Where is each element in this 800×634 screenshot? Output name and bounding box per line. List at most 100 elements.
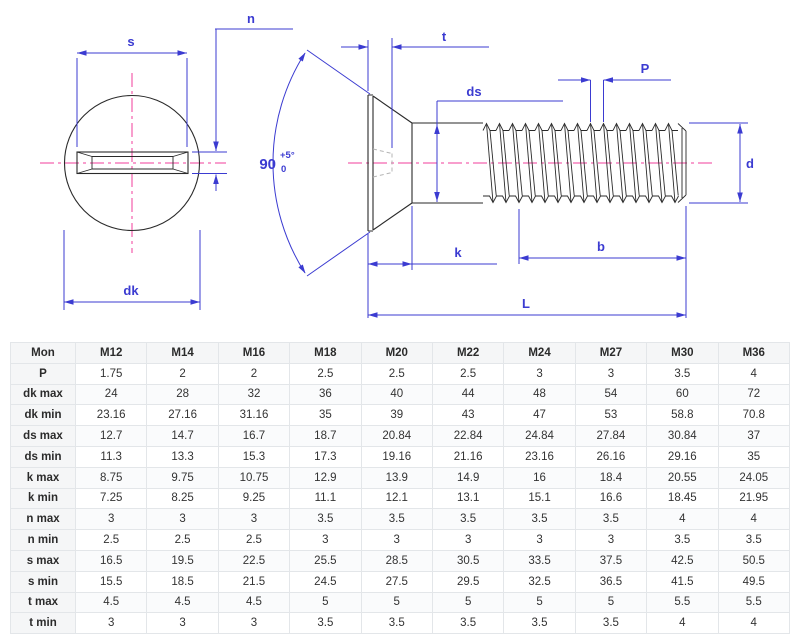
spec-cell: 54 <box>574 383 648 406</box>
dim-b: b <box>518 206 687 318</box>
spec-cell: 19.5 <box>146 549 219 572</box>
spec-cell: 2.5 <box>146 529 219 551</box>
col-header: M24 <box>503 342 576 364</box>
spec-cell: 22.5 <box>217 549 291 572</box>
spec-cell: 70.8 <box>717 404 791 427</box>
spec-cell: 30.5 <box>431 549 505 572</box>
spec-cell: 11.3 <box>74 445 148 468</box>
dim-label-k: k <box>454 245 462 260</box>
spec-cell: 3 <box>431 529 505 551</box>
row-label: k max <box>10 466 76 489</box>
dim-n: n <box>192 11 293 191</box>
spec-cell: 26.16 <box>574 445 648 468</box>
spec-cell: 24.5 <box>289 570 362 593</box>
spec-cell: 17.3 <box>289 445 362 468</box>
spec-cell: 3.5 <box>360 508 433 531</box>
table-row: dk max 24 28 32 36 40 44 48 54 60 72 <box>10 383 791 406</box>
spec-cell: 16.7 <box>217 425 291 447</box>
spec-cell: 36.5 <box>574 570 648 593</box>
spec-cell: 29.16 <box>646 445 719 468</box>
spec-cell: 3.5 <box>289 612 362 634</box>
spec-cell: 5 <box>289 591 362 614</box>
spec-cell: 11.1 <box>289 487 362 510</box>
spec-table: Mon M12 M14 M16 M18 M20 M22 M24 M27 M30 … <box>10 342 791 634</box>
spec-cell: 32 <box>217 383 291 406</box>
spec-cell: 13.3 <box>146 445 219 468</box>
spec-cell: 2.5 <box>431 362 505 385</box>
spec-cell: 3.5 <box>503 612 576 634</box>
spec-cell: 39 <box>360 404 433 427</box>
spec-cell: 18.45 <box>646 487 719 510</box>
dim-k: k <box>367 206 497 318</box>
row-label: n min <box>10 529 76 551</box>
spec-cell: 2.5 <box>74 529 148 551</box>
spec-cell: 40 <box>360 383 433 406</box>
spec-cell: 12.7 <box>74 425 148 447</box>
slot-outer <box>76 151 189 175</box>
row-label: n max <box>10 508 76 531</box>
spec-cell: 3.5 <box>646 362 719 385</box>
spec-cell: 32.5 <box>503 570 576 593</box>
spec-cell: 8.75 <box>74 466 148 489</box>
spec-cell: 3 <box>146 612 219 634</box>
col-header: M16 <box>217 342 291 364</box>
spec-cell: 3 <box>574 529 648 551</box>
spec-cell: 13.1 <box>431 487 505 510</box>
spec-cell: 23.16 <box>74 404 148 427</box>
spec-cell: 9.75 <box>146 466 219 489</box>
spec-cell: 19.16 <box>360 445 433 468</box>
spec-cell: 10.75 <box>217 466 291 489</box>
spec-cell: 3 <box>289 529 362 551</box>
spec-cell: 21.5 <box>217 570 291 593</box>
spec-cell: 20.84 <box>360 425 433 447</box>
spec-cell: 47 <box>503 404 576 427</box>
spec-table-header: Mon M12 M14 M16 M18 M20 M22 M24 M27 M30 … <box>10 342 791 364</box>
spec-cell: 35 <box>717 445 791 468</box>
spec-cell: 18.7 <box>289 425 362 447</box>
col-header: M20 <box>360 342 433 364</box>
row-label: s min <box>10 570 76 593</box>
col-header: M12 <box>74 342 148 364</box>
spec-cell: 27.16 <box>146 404 219 427</box>
row-label: t min <box>10 612 76 634</box>
spec-cell: 16 <box>503 466 576 489</box>
spec-cell: 5 <box>574 591 648 614</box>
spec-cell: 42.5 <box>646 549 719 572</box>
spec-cell: 24 <box>74 383 148 406</box>
spec-cell: 35 <box>289 404 362 427</box>
spec-cell: 1.75 <box>74 362 148 385</box>
spec-cell: 37 <box>717 425 791 447</box>
spec-cell: 43 <box>431 404 505 427</box>
spec-table-body: P 1.75 2 2 2.5 2.5 2.5 3 3 3.5 4 dk max … <box>10 362 791 634</box>
row-label: dk max <box>10 383 76 406</box>
dim-label-s: s <box>127 34 134 49</box>
head-face <box>367 94 374 232</box>
row-label: ds max <box>10 425 76 447</box>
dim-s: s <box>76 34 188 147</box>
spec-cell: 3 <box>217 612 291 634</box>
dim-label-angle-sup: +5° <box>280 150 295 161</box>
spec-cell: 3.5 <box>574 612 648 634</box>
spec-cell: 27.5 <box>360 570 433 593</box>
spec-cell: 3.5 <box>574 508 648 531</box>
spec-cell: 4.5 <box>74 591 148 614</box>
slot-inner <box>91 156 174 170</box>
spec-cell: 3.5 <box>717 529 791 551</box>
table-row: k min 7.25 8.25 9.25 11.1 12.1 13.1 15.1… <box>10 487 791 510</box>
spec-cell: 4 <box>717 612 791 634</box>
header-row: Mon M12 M14 M16 M18 M20 M22 M24 M27 M30 … <box>10 342 791 364</box>
spec-cell: 12.9 <box>289 466 362 489</box>
spec-cell: 60 <box>646 383 719 406</box>
spec-cell: 25.5 <box>289 549 362 572</box>
spec-cell: 5 <box>431 591 505 614</box>
spec-cell: 4 <box>717 362 791 385</box>
head-top-view <box>63 94 201 232</box>
spec-cell: 2 <box>217 362 291 385</box>
spec-cell: 16.6 <box>574 487 648 510</box>
spec-cell: 41.5 <box>646 570 719 593</box>
spec-cell: 29.5 <box>431 570 505 593</box>
spec-cell: 16.5 <box>74 549 148 572</box>
spec-cell: 5.5 <box>717 591 791 614</box>
head-side-view <box>367 94 483 232</box>
dim-dk: dk <box>63 230 201 310</box>
